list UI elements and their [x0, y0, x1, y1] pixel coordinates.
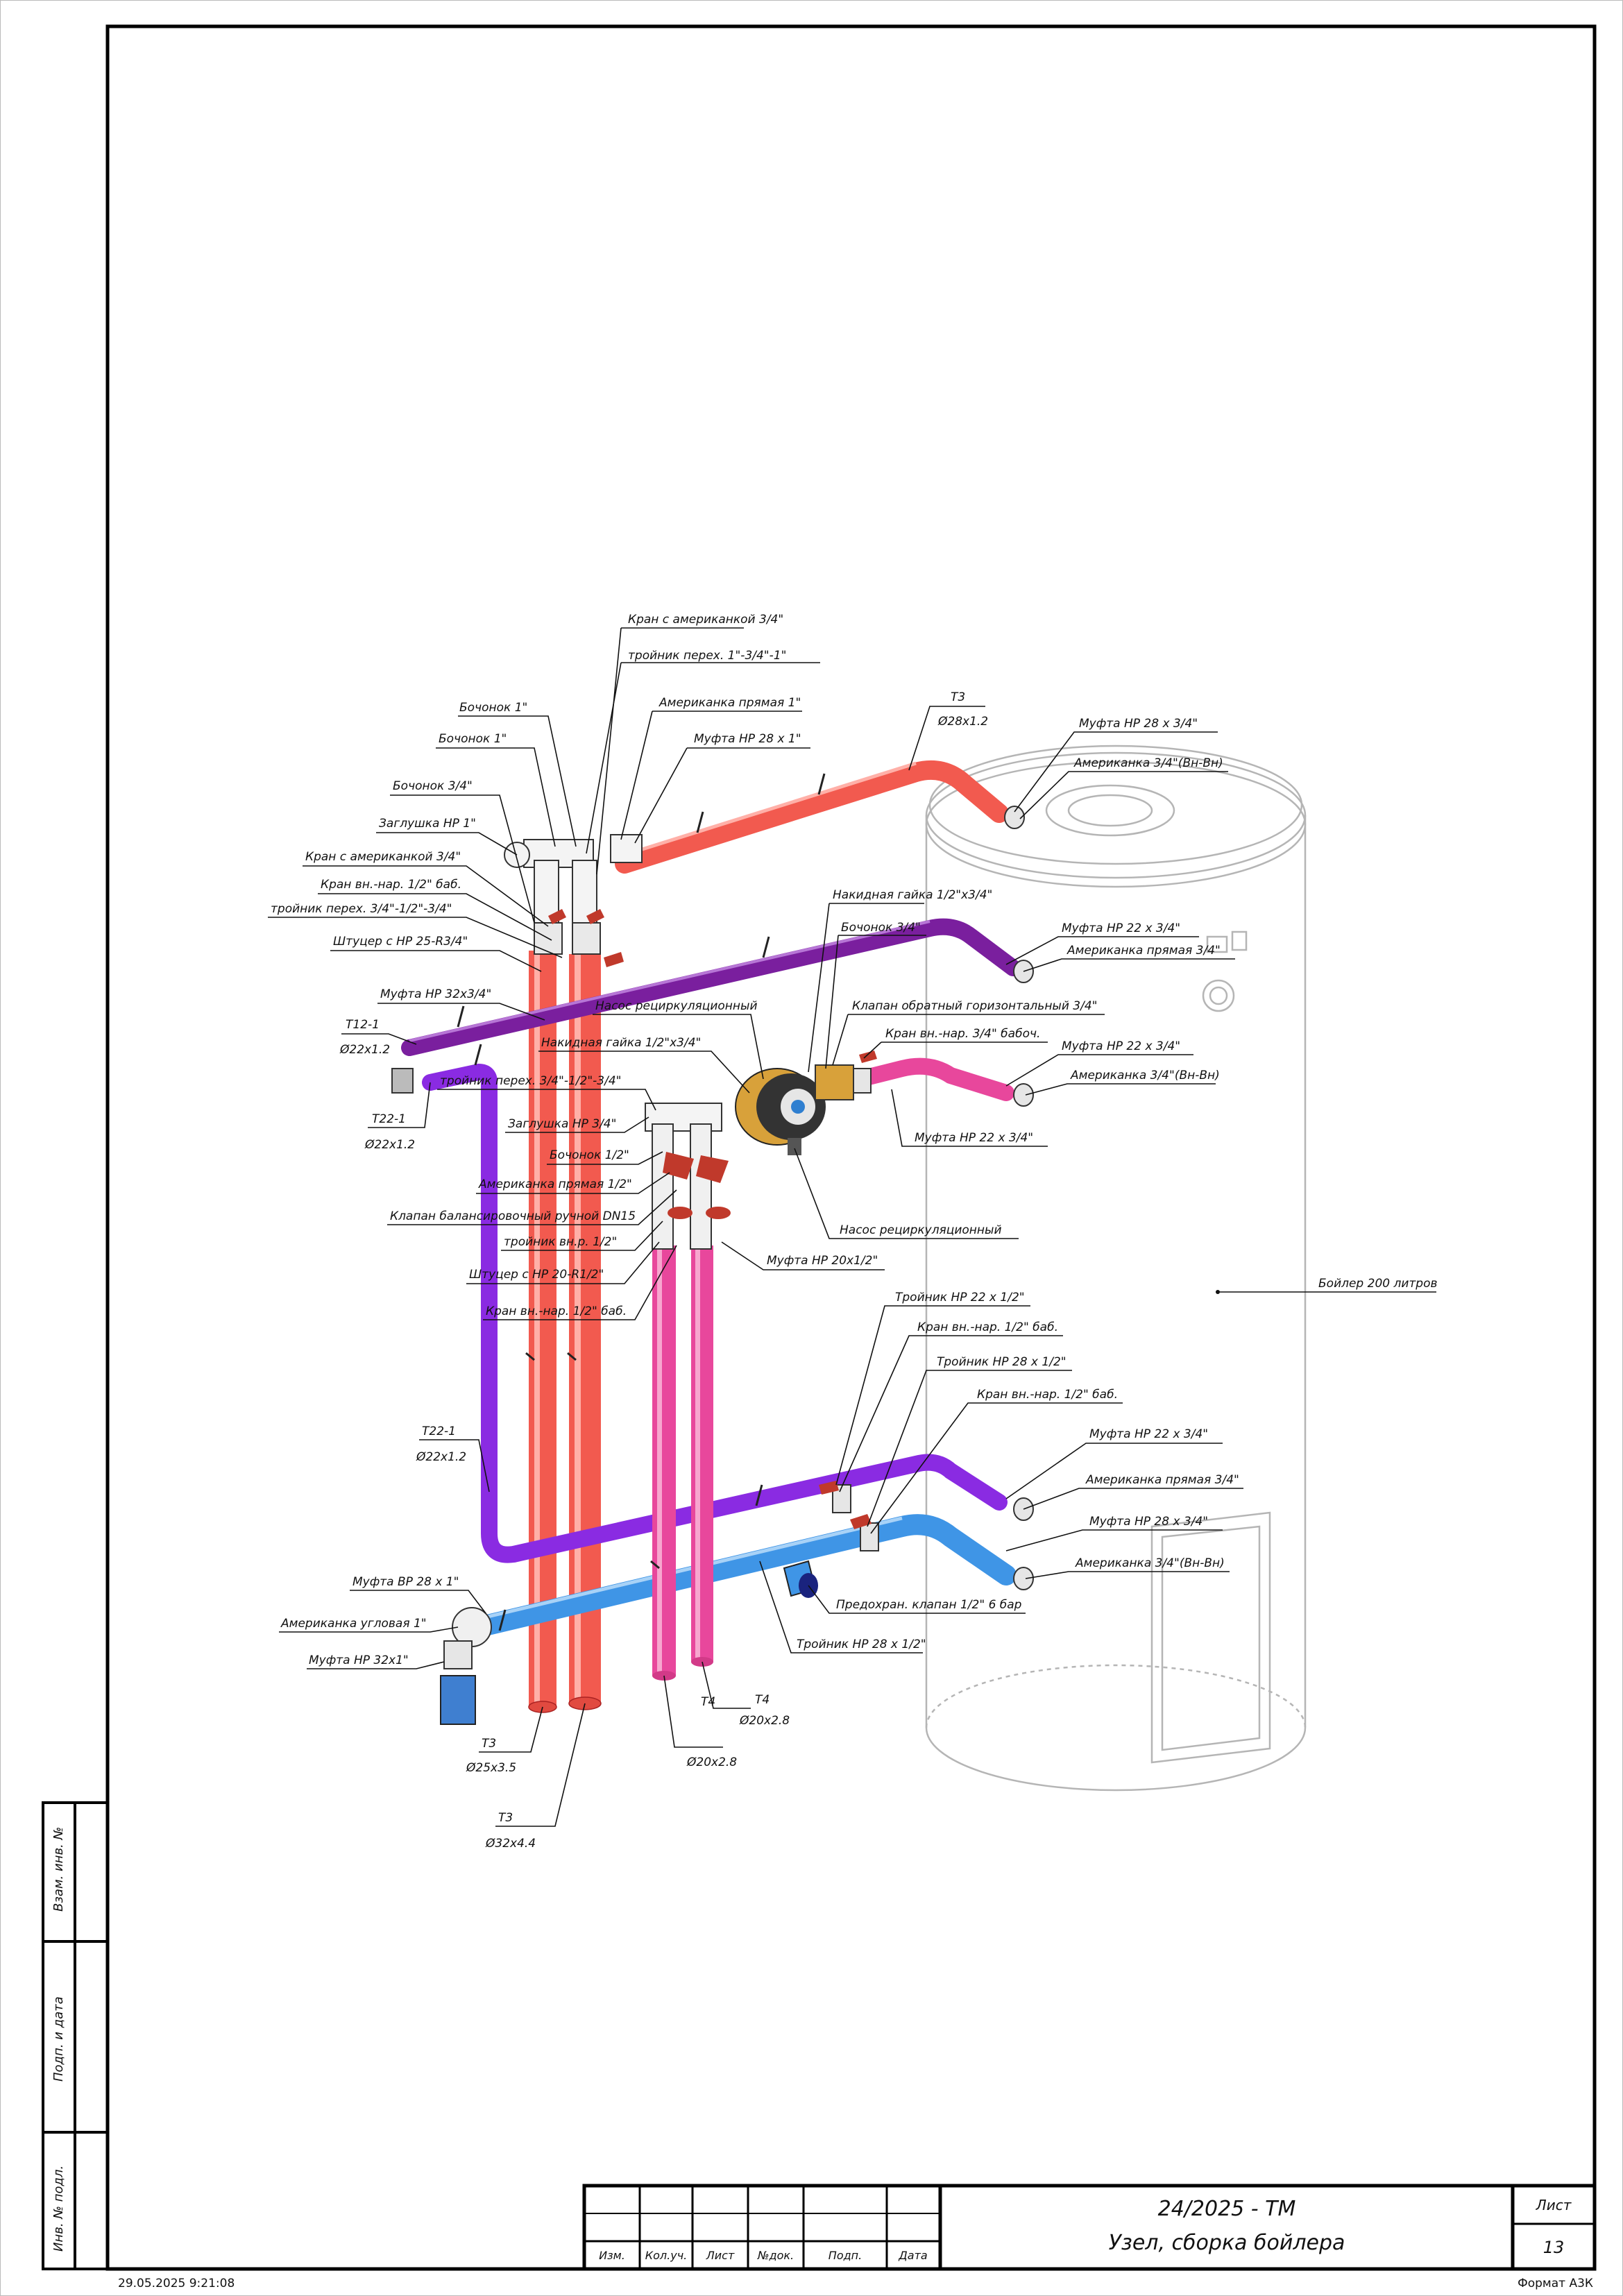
callout-11: тройник перех. 3/4"-1/2"-3/4": [271, 902, 452, 916]
callout-05: Бочонок 1": [459, 701, 527, 715]
pipe-blue-bottom: [468, 1514, 1017, 1638]
callout-03: Американка прямая 1": [658, 696, 801, 710]
callout-65: Т3: [498, 1811, 513, 1825]
callout-09: Кран с американкой 3/4": [305, 850, 461, 864]
boiler-200l: [925, 745, 1307, 1792]
tb-col-data: Дата: [898, 2249, 927, 2262]
callout-22: Накидная гайка 1/2"х3/4": [833, 888, 992, 902]
callout-41: Штуцер с НР 20-R1/2": [469, 1268, 604, 1282]
footer-timestamp: 29.05.2025 9:21:08: [118, 2277, 235, 2290]
tb-sheet-number: 13: [1543, 2238, 1565, 2257]
callout-46: Тройник НР 28 х 1/2": [937, 1355, 1067, 1369]
callout-66: Ø32х4.4: [485, 1837, 536, 1851]
callout-10: Кран вн.-нар. 1/2" баб.: [321, 878, 461, 892]
pipe-t22-1: [422, 1063, 1008, 1563]
callout-30: Муфта НР 22 х 3/4": [1062, 1039, 1180, 1053]
callout-54: Муфта ВР 28 х 1": [352, 1575, 459, 1589]
callout-48: Муфта НР 22 х 3/4": [1089, 1427, 1208, 1441]
callout-59: Т4: [755, 1693, 770, 1707]
callout-45: Кран вн.-нар. 1/2" баб.: [917, 1320, 1058, 1334]
stamp-inv-podl: Инв. № подл.: [51, 2166, 66, 2252]
callout-06: Бочонок 1": [439, 732, 507, 746]
callout-19: Ø28х1.2: [937, 715, 988, 729]
callout-38: Насос рециркуляционный: [840, 1223, 1002, 1237]
stamp-podp-data: Подп. и дата: [51, 1996, 66, 2082]
pipe-t3-top: [615, 760, 1009, 874]
callout-23: Бочонок 3/4": [841, 921, 921, 935]
callout-25: Американка прямая 3/4": [1067, 944, 1221, 958]
callout-08: Заглушка НР 1": [379, 817, 476, 831]
callout-35: Бочонок 1/2": [550, 1148, 629, 1162]
callout-29: Кран вн.-нар. 3/4" бабоч.: [885, 1027, 1040, 1041]
tb-doc-title: Узел, сборка бойлера: [1109, 2231, 1345, 2255]
callout-26: Насос рециркуляционный: [595, 999, 758, 1013]
callout-52: Т22-1: [422, 1425, 456, 1438]
tb-col-list: Лист: [706, 2249, 735, 2262]
callout-32: Американка 3/4"(Вн-Вн): [1070, 1069, 1220, 1082]
callout-63: Т3: [482, 1737, 496, 1751]
callout-37: Клапан балансировочный ручной DN15: [390, 1209, 636, 1223]
callouts: Кран с американкой 3/4" тройник перех. 1…: [268, 613, 1438, 1851]
callout-31: тройник перех. 3/4"-1/2"-3/4": [440, 1074, 621, 1088]
callout-04: Муфта НР 28 х 1": [694, 732, 801, 746]
callout-20: Муфта НР 28 х 3/4": [1079, 717, 1198, 731]
callout-21: Американка 3/4"(Вн-Вн): [1073, 756, 1223, 770]
callout-12: Штуцер с НР 25-R3/4": [333, 935, 468, 949]
callout-33: Заглушка НР 3/4": [508, 1117, 616, 1131]
pipe-t4: [652, 1057, 1014, 1681]
callout-47: Кран вн.-нар. 1/2" баб.: [977, 1388, 1118, 1402]
callout-07: Бочонок 3/4": [393, 779, 473, 793]
callout-01: Кран с американкой 3/4": [628, 613, 783, 627]
callout-39: тройник вн.р. 1/2": [504, 1235, 617, 1249]
callout-02: тройник перех. 1"-3/4"-1": [628, 649, 786, 663]
callout-61: Т4: [701, 1695, 715, 1709]
callout-40: Муфта НР 20х1/2": [767, 1254, 878, 1268]
callout-55: Американка угловая 1": [280, 1617, 427, 1631]
callout-34: Муфта НР 22 х 3/4": [915, 1131, 1033, 1145]
callout-16: Т22-1: [372, 1112, 406, 1126]
callout-49: Американка прямая 3/4": [1085, 1473, 1239, 1487]
callout-15: Ø22х1.2: [339, 1043, 390, 1057]
callout-36: Американка прямая 1/2": [478, 1177, 632, 1191]
pipe-t3-vertical: [528, 951, 602, 1713]
callout-57: Предохран. клапан 1/2" 6 бар: [836, 1598, 1022, 1612]
footer-format: Формат А3К: [1518, 2277, 1593, 2290]
tb-col-izm: Изм.: [599, 2249, 625, 2262]
pipe-clamps: [457, 773, 826, 1631]
tb-col-podp: Подп.: [829, 2249, 862, 2262]
callout-boiler: Бойлер 200 литров: [1318, 1277, 1438, 1291]
callout-60: Ø20х2.8: [739, 1714, 790, 1728]
callout-13: Муфта НР 32х3/4": [380, 987, 491, 1001]
callout-50: Муфта НР 28 х 3/4": [1089, 1515, 1208, 1529]
side-stamp: Взам. инв. № Подп. и дата Инв. № подл.: [42, 1801, 109, 2270]
callout-27: Клапан обратный горизонтальный 3/4": [852, 999, 1098, 1013]
callout-28: Накидная гайка 1/2"х3/4": [541, 1036, 701, 1050]
tb-doc-code: 24/2025 - ТМ: [1158, 2197, 1296, 2221]
tb-col-koluch: Кол.уч.: [645, 2249, 687, 2262]
callout-14: Т12-1: [346, 1018, 380, 1032]
callout-56: Муфта НР 32х1": [309, 1653, 409, 1667]
callout-44: Тройник НР 22 х 1/2": [895, 1291, 1025, 1304]
tb-col-ndok: №док.: [757, 2249, 794, 2262]
callout-18: Т3: [951, 690, 965, 704]
callout-51: Американка 3/4"(Вн-Вн): [1075, 1556, 1225, 1570]
callout-58: Тройник НР 28 х 1/2": [797, 1638, 926, 1651]
callout-17: Ø22х1.2: [364, 1138, 415, 1152]
angle-union: [440, 1607, 492, 1725]
callout-42: Кран вн.-нар. 1/2" баб.: [486, 1304, 627, 1318]
callout-64: Ø25х3.5: [466, 1761, 516, 1775]
tb-sheet-label: Лист: [1536, 2197, 1572, 2213]
callout-62: Ø20х2.8: [686, 1755, 737, 1769]
callout-53: Ø22х1.2: [416, 1450, 466, 1464]
title-block: Изм. Кол.уч. Лист №док. Подп. Дата 24/20…: [582, 2184, 1597, 2271]
recirculation-pump: [735, 1068, 826, 1155]
stamp-vzam: Взам. инв. №: [51, 1827, 66, 1912]
callout-24: Муфта НР 22 х 3/4": [1062, 921, 1180, 935]
pipe-t12-1: [401, 918, 1021, 1056]
